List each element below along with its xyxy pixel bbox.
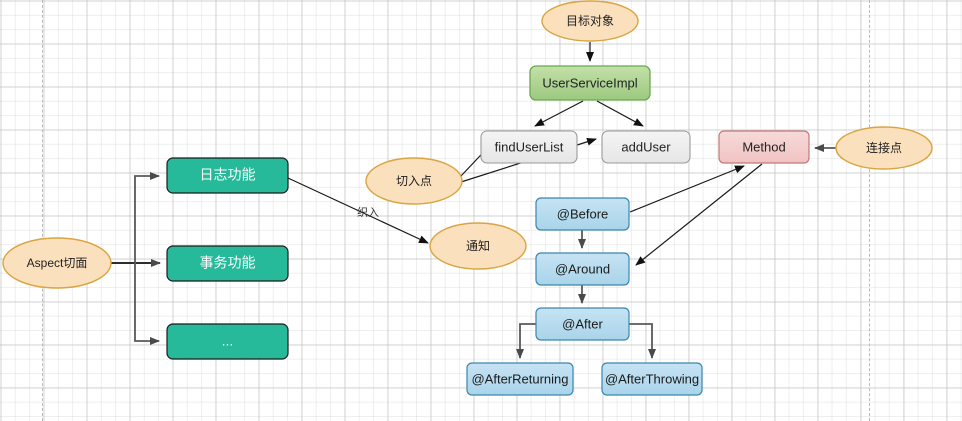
edge-layer [111,42,836,359]
node-aspect[interactable]: Aspect切面 [2,237,112,289]
node-userserviceimpl[interactable]: UserServiceImpl [529,65,651,101]
edge-after-throwing [629,323,656,359]
node-log[interactable]: 日志功能 [166,157,289,194]
node-transaction[interactable]: 事务功能 [166,245,289,282]
node-adduser[interactable]: addUser [601,130,691,164]
node-target-object[interactable]: 目标对象 [541,0,639,42]
node-afterthrowing[interactable]: @AfterThrowing [601,362,703,396]
edge-aspect-branches [111,172,161,345]
edge-userservice-add [596,100,644,127]
edge-label-weave: 织入 [357,206,379,219]
node-advice[interactable]: 通知 [429,222,527,270]
node-pointcut[interactable]: 切入点 [365,157,463,205]
guide-line-right [869,0,870,421]
node-after[interactable]: @After [535,307,630,341]
node-before[interactable]: @Before [535,197,630,231]
edge-method-around [635,163,763,266]
guide-line-left [42,0,43,421]
node-around[interactable]: @Around [535,252,630,286]
node-joinpoint[interactable]: 连接点 [835,126,933,170]
node-more[interactable]: ... [166,323,289,360]
node-afterreturning[interactable]: @AfterReturning [466,362,574,396]
edge-after-returning [516,323,536,359]
edge-userservice-find [534,100,584,127]
node-finduserlist[interactable]: findUserList [480,130,578,164]
node-method[interactable]: Method [718,130,810,164]
edge-log-advice [287,177,429,244]
edge-before-method [629,165,745,213]
